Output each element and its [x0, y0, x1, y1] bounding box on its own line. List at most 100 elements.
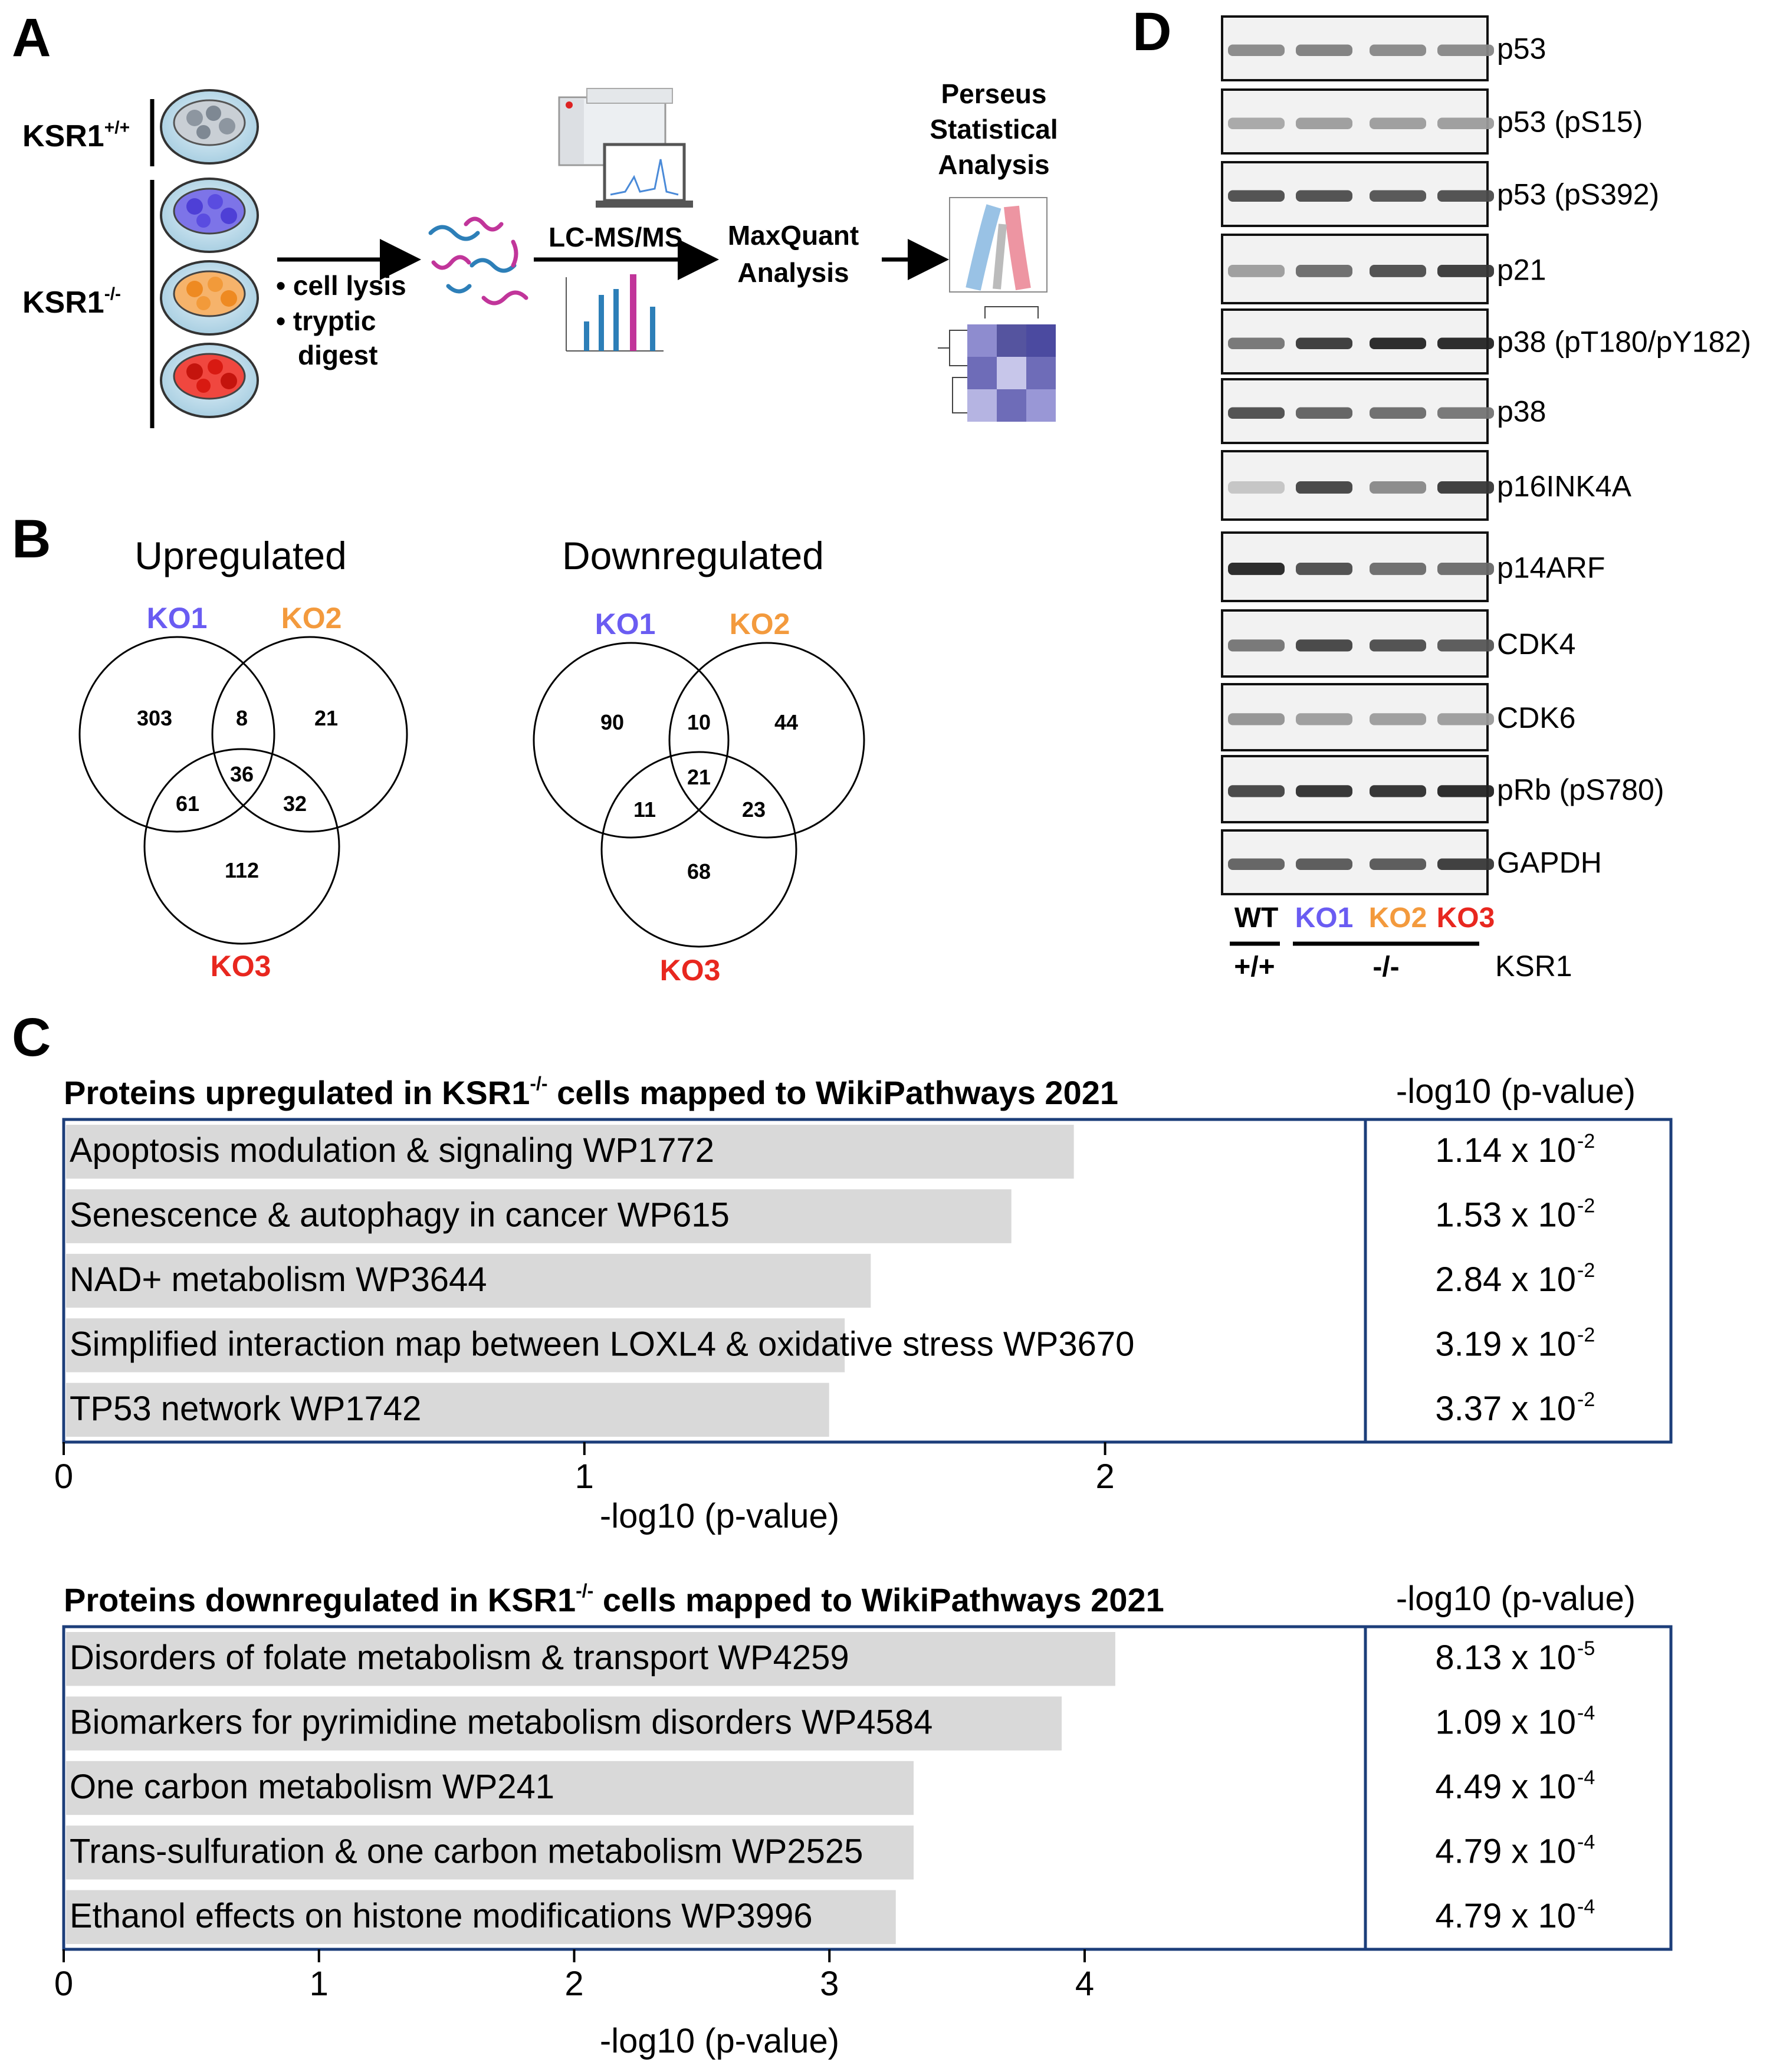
- blot-band: [1296, 785, 1352, 797]
- chart-down-bar: [66, 1890, 896, 1944]
- blot-label: p14ARF: [1497, 551, 1605, 585]
- blot-band: [1370, 190, 1426, 202]
- blot-band: [1228, 44, 1285, 56]
- blot-band: [1370, 407, 1426, 419]
- chart-down-bar-label: Biomarkers for pyrimidine metabolism dis…: [70, 1703, 932, 1742]
- chart-down-bar-label: Trans-sulfuration & one carbon metabolis…: [70, 1832, 863, 1870]
- heatmap-icon: [938, 306, 1056, 422]
- venn-down-title: Downregulated: [562, 534, 824, 577]
- panel-letter-c: C: [12, 1007, 51, 1068]
- lane-label-ko2: KO2: [1369, 902, 1427, 934]
- venn-down-all: 21: [687, 765, 711, 789]
- maxquant-label-2: Analysis: [737, 257, 849, 288]
- venn-downregulated: Downregulated KO1 KO2 KO3 90 10 44 21 11…: [533, 534, 865, 987]
- blot-band: [1296, 190, 1352, 202]
- blot-band: [1228, 713, 1285, 725]
- blot-band: [1370, 639, 1426, 652]
- blot-label: pRb (pS780): [1497, 773, 1664, 806]
- blot-label: p53 (pS392): [1497, 178, 1659, 211]
- chart-up-pvalue-exponent: -2: [1577, 1130, 1595, 1152]
- blot-band: [1296, 407, 1352, 419]
- blot-band: [1296, 639, 1352, 652]
- blot-band: [1437, 713, 1494, 725]
- venn-down-label-ko1: KO1: [595, 608, 656, 641]
- panel-b: B Upregulated KO1 KO2 KO3 303 8 21 36 61…: [12, 509, 865, 987]
- blot-label: GAPDH: [1497, 846, 1602, 879]
- blot-label: p16INK4A: [1497, 470, 1632, 503]
- chart-down-bar-label: Disorders of folate metabolism & transpo…: [70, 1638, 849, 1677]
- blot-band: [1296, 563, 1352, 575]
- chart-up-pcol-header: -log10 (p-value): [1396, 1072, 1636, 1111]
- perseus-label-1: Perseus: [941, 78, 1046, 109]
- blot-band: [1228, 639, 1285, 652]
- chart-down-bar: [66, 1761, 914, 1815]
- chart-up-title-b: cells mapped to WikiPathways 2021: [548, 1074, 1118, 1111]
- peptides-icon: [428, 216, 528, 306]
- chart-up-bar-label: NAD+ metabolism WP3644: [70, 1260, 487, 1299]
- blot-band: [1370, 481, 1426, 494]
- blot-band: [1228, 190, 1285, 202]
- maxquant-label-1: MaxQuant: [728, 220, 859, 251]
- chart-down-bar: [66, 1696, 1062, 1751]
- chart-up-bar: [66, 1189, 1012, 1243]
- chart-up-pvalue-exponent: -2: [1577, 1259, 1595, 1282]
- spectrum-icon: [566, 274, 664, 352]
- panel-letter-d: D: [1132, 2, 1171, 62]
- step-tryptic: • tryptic: [276, 306, 376, 336]
- blot-band: [1437, 639, 1494, 652]
- blot-band: [1437, 481, 1494, 494]
- venn-up-ko1-ko3: 61: [176, 792, 199, 816]
- mass-spec-icon: [558, 88, 693, 208]
- chart-down-tick-label: 3: [820, 1965, 839, 2003]
- blot-band: [1228, 337, 1285, 349]
- blot-band: [1296, 337, 1352, 349]
- perseus-label-2: Statistical: [930, 114, 1058, 145]
- venn-down-ko2-only: 44: [774, 710, 798, 734]
- genotype-ko: -/-: [1372, 951, 1399, 983]
- blot-band: [1228, 407, 1285, 419]
- chart-up-bar-label: TP53 network WP1742: [70, 1390, 421, 1428]
- step-lysis: • cell lysis: [276, 270, 406, 301]
- blot-band: [1370, 563, 1426, 575]
- chart-up-bar: [66, 1125, 1074, 1179]
- blot-band: [1370, 713, 1426, 725]
- blot-band: [1228, 785, 1285, 797]
- venn-up-label-ko3: KO3: [211, 950, 271, 983]
- blot-label: p21: [1497, 254, 1546, 287]
- dish-ko2: [160, 260, 259, 336]
- chart-up-bar: [66, 1318, 845, 1372]
- chart-up-bar-label: Senescence & autophagy in cancer WP615: [70, 1196, 730, 1234]
- venn-up-all: 36: [230, 762, 254, 786]
- lane-label-wt: WT: [1234, 902, 1279, 934]
- venn-down-label-ko2: KO2: [730, 608, 790, 641]
- dish-wt: [160, 89, 259, 165]
- chart-down-pcol-header: -log10 (p-value): [1396, 1580, 1636, 1618]
- chart-down-pvalue-exponent: -5: [1577, 1637, 1595, 1660]
- venn-down-circle-ko3: [600, 751, 797, 948]
- chart-up-tick-label: 0: [54, 1457, 73, 1496]
- chart-up-pvalue-exponent: -2: [1577, 1388, 1595, 1411]
- chart-down-bar: [66, 1825, 914, 1880]
- blot-band: [1296, 713, 1352, 725]
- chart-up-tick-label: 2: [1095, 1457, 1114, 1496]
- blot-band: [1370, 858, 1426, 870]
- venn-up-title: Upregulated: [134, 534, 347, 577]
- blot-band: [1437, 407, 1494, 419]
- gene-label-ksr1: KSR1: [1495, 950, 1572, 983]
- chart-up-pvalue-exponent: -2: [1577, 1195, 1595, 1217]
- blot-band: [1437, 190, 1494, 202]
- chart-down-title: Proteins downregulated in KSR1-/- cells …: [64, 1580, 1164, 1618]
- venn-up-circle-ko1: [78, 636, 275, 833]
- blot-band: [1437, 44, 1494, 56]
- venn-down-label-ko3: KO3: [660, 954, 721, 987]
- venn-upregulated: Upregulated KO1 KO2 KO3 303 8 21 36 61 3…: [78, 534, 408, 983]
- lane-label-ko3: KO3: [1437, 902, 1495, 934]
- chart-up-bar: [66, 1253, 871, 1308]
- blot-band: [1437, 337, 1494, 349]
- chart-downregulated: Proteins downregulated in KSR1-/- cells …: [54, 1580, 1673, 2060]
- chart-down-bar-label: Ethanol effects on histone modifications…: [70, 1897, 813, 1935]
- chart-down-frame: [62, 1625, 1673, 1951]
